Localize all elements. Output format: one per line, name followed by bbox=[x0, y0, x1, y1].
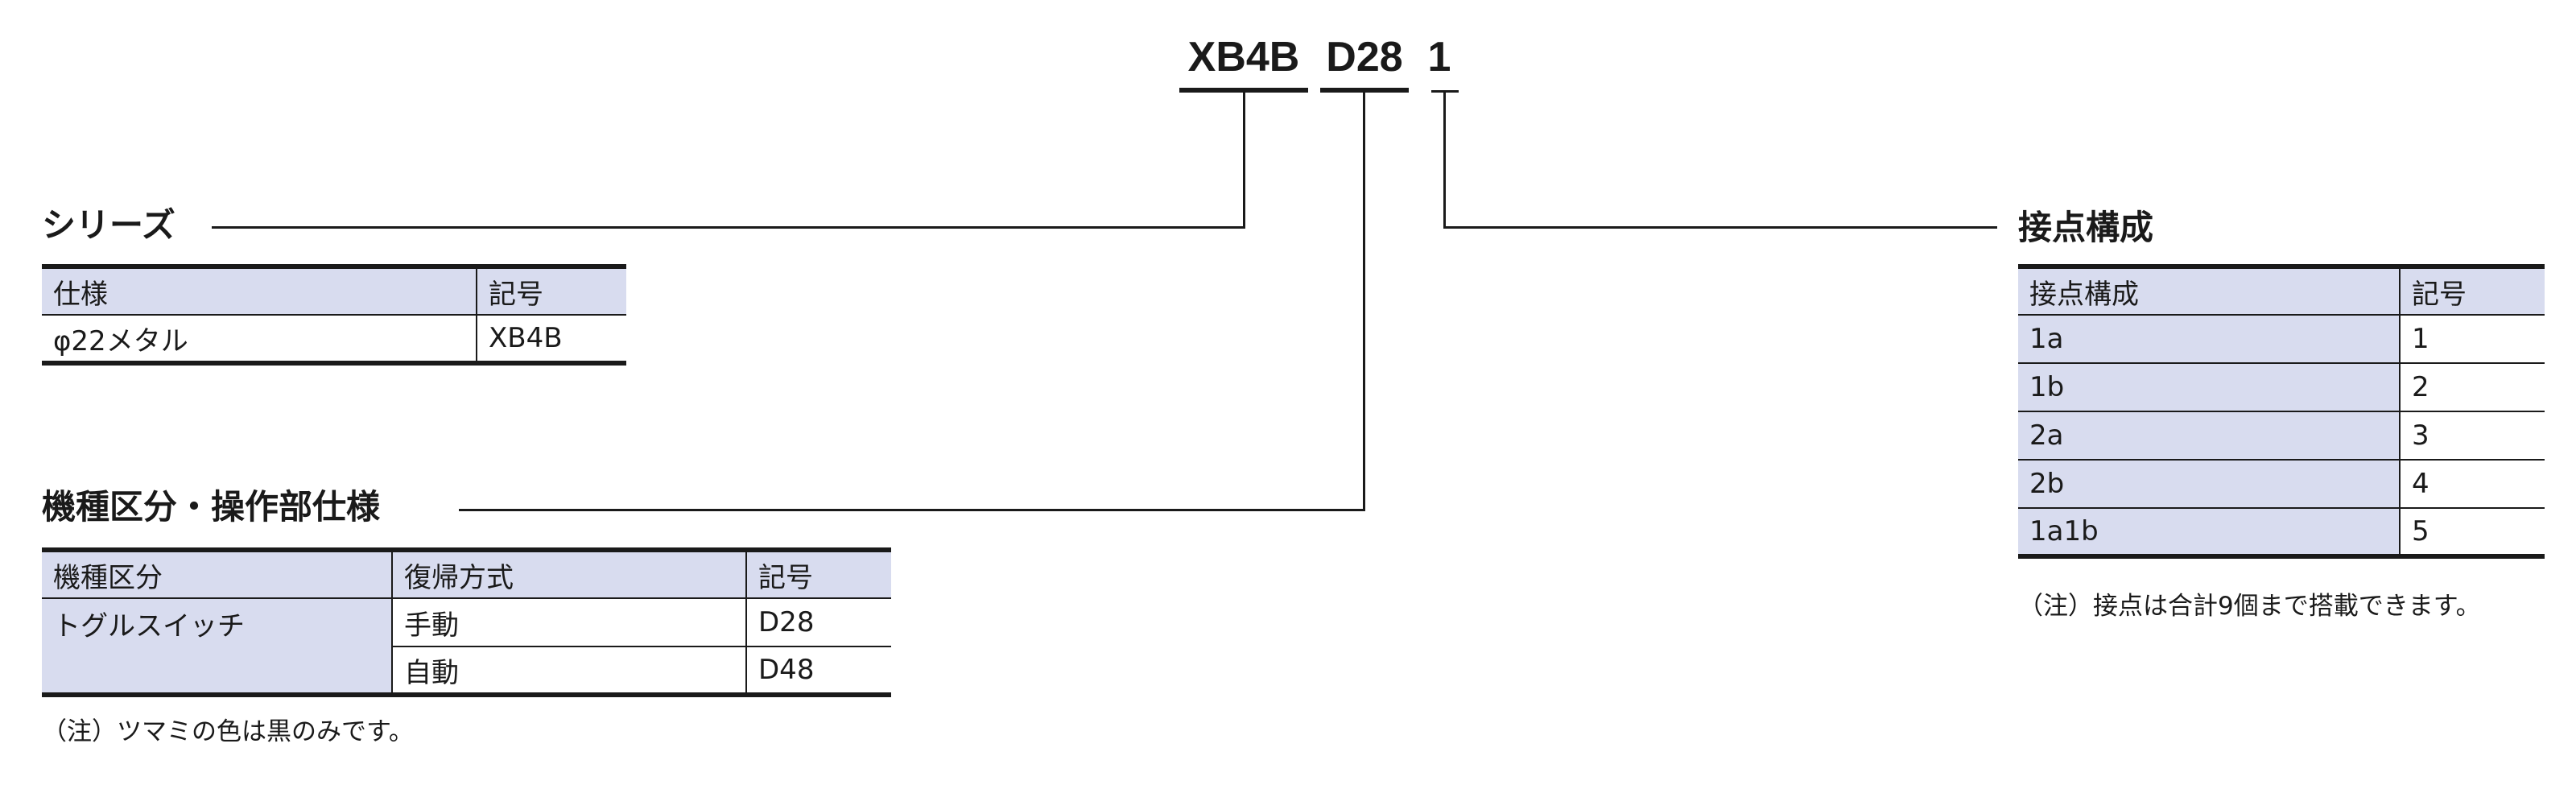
leader-series-vertical bbox=[1243, 93, 1245, 229]
series-table: 仕様 記号 φ22メタル XB4B bbox=[42, 264, 626, 366]
contacts-heading: 接点構成 bbox=[2018, 208, 2154, 247]
operator-col-return: 復帰方式 bbox=[391, 550, 746, 599]
leader-series-horizontal bbox=[212, 226, 1245, 229]
series-cell-symbol: XB4B bbox=[476, 315, 626, 363]
leader-contacts-vertical bbox=[1443, 93, 1446, 229]
contacts-cell-symbol: 1 bbox=[2399, 315, 2545, 363]
underline-series bbox=[1179, 88, 1308, 93]
operator-col-category: 機種区分 bbox=[42, 550, 392, 599]
code-part-operator: D28 bbox=[1326, 34, 1403, 81]
operator-table: 機種区分 復帰方式 記号 トグルスイッチ 手動 D28 自動 D48 bbox=[42, 547, 891, 697]
table-row: トグルスイッチ 手動 D28 bbox=[42, 598, 891, 695]
leader-operator-vertical bbox=[1363, 93, 1365, 511]
contacts-col-symbol: 記号 bbox=[2399, 266, 2545, 316]
series-col-symbol: 記号 bbox=[476, 266, 626, 316]
operator-cell-symbol: D48 bbox=[745, 646, 891, 695]
operator-cell-category: トグルスイッチ bbox=[42, 598, 392, 695]
underline-operator bbox=[1320, 88, 1409, 93]
series-header-row: 仕様 記号 bbox=[42, 266, 626, 316]
table-row: 自動 D48 bbox=[42, 646, 891, 695]
table-row: 2b 4 bbox=[2018, 459, 2545, 508]
leader-contacts-horizontal bbox=[1443, 226, 1997, 229]
contacts-col-config: 接点構成 bbox=[2018, 266, 2400, 316]
contacts-cell-symbol: 2 bbox=[2399, 362, 2545, 411]
contacts-header-row: 接点構成 記号 bbox=[2018, 266, 2545, 316]
table-row: 1a 1 bbox=[2018, 315, 2545, 363]
contacts-cell-config: 2a bbox=[2018, 411, 2400, 460]
operator-col-symbol: 記号 bbox=[745, 550, 891, 599]
code-part-series: XB4B bbox=[1187, 34, 1300, 81]
operator-cell-return: 手動 bbox=[391, 598, 746, 646]
series-heading: シリーズ bbox=[42, 205, 175, 245]
operator-header-row: 機種区分 復帰方式 記号 bbox=[42, 550, 891, 599]
contacts-cell-symbol: 5 bbox=[2399, 507, 2545, 556]
contacts-cell-symbol: 3 bbox=[2399, 411, 2545, 460]
operator-cell-symbol: D28 bbox=[745, 598, 891, 646]
operator-note: （注）ツマミの色は黒のみです。 bbox=[42, 717, 414, 746]
operator-heading: 機種区分・操作部仕様 bbox=[42, 487, 381, 527]
series-col-spec: 仕様 bbox=[42, 266, 477, 316]
contacts-cell-config: 1b bbox=[2018, 362, 2400, 411]
table-row: 1b 2 bbox=[2018, 362, 2545, 411]
underline-contacts bbox=[1431, 90, 1459, 93]
leader-operator-horizontal bbox=[459, 509, 1365, 511]
series-cell-spec: φ22メタル bbox=[53, 324, 188, 357]
contacts-note: （注）接点は合計9個まで搭載できます。 bbox=[2018, 592, 2481, 621]
code-part-contacts: 1 bbox=[1427, 34, 1451, 81]
contacts-table: 接点構成 記号 1a 1 1b 2 2a 3 2b 4 1a1b 5 bbox=[2018, 264, 2545, 559]
contacts-cell-config: 2b bbox=[2018, 459, 2400, 508]
contacts-cell-config: 1a1b bbox=[2018, 507, 2400, 556]
table-row: φ22メタル XB4B bbox=[42, 315, 626, 363]
table-row: 2a 3 bbox=[2018, 411, 2545, 460]
operator-cell-return: 自動 bbox=[391, 646, 746, 695]
contacts-cell-config: 1a bbox=[2018, 315, 2400, 363]
table-row: 1a1b 5 bbox=[2018, 507, 2545, 556]
contacts-cell-symbol: 4 bbox=[2399, 459, 2545, 508]
